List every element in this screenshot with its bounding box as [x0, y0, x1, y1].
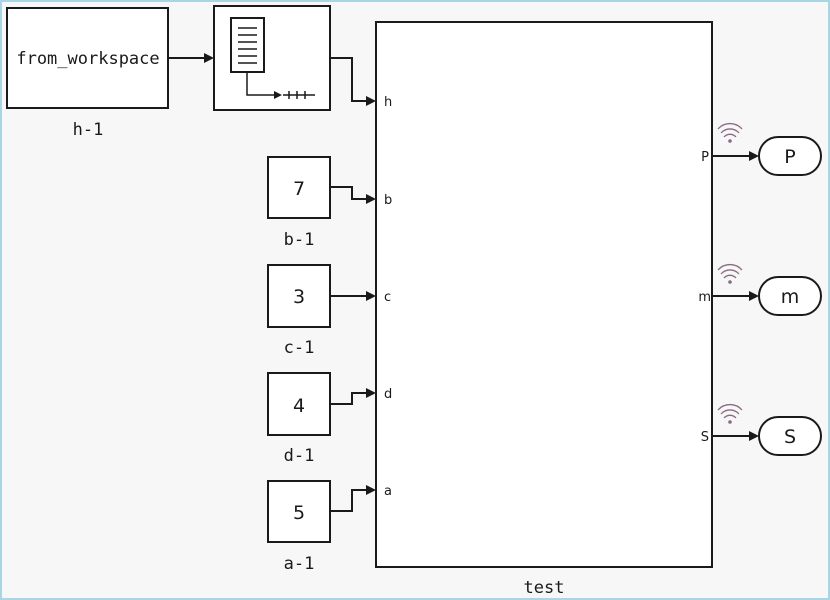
- signal-logging-icon: [717, 264, 743, 284]
- from-workspace-label: from_workspace: [16, 49, 159, 69]
- outport-s-label: S: [701, 430, 709, 445]
- signal-logging-icon: [717, 404, 743, 424]
- arrow-head: [366, 194, 376, 204]
- inport-d-label: d: [384, 387, 392, 402]
- subsystem-test-block[interactable]: [375, 21, 713, 568]
- from-workspace-name[interactable]: h-1: [73, 120, 104, 140]
- wire-b[interactable]: [330, 186, 367, 200]
- constant-d-value: 4: [293, 395, 305, 417]
- constant-block-c[interactable]: 3: [267, 264, 331, 328]
- constant-b-name[interactable]: b-1: [284, 230, 315, 250]
- inport-c-label: c: [384, 290, 391, 305]
- constant-block-b[interactable]: 7: [267, 156, 331, 219]
- arrow-head: [366, 96, 376, 106]
- arrow-head: [749, 151, 759, 161]
- outport-p-label: P: [701, 150, 709, 165]
- signal-logging-icon: [717, 123, 743, 143]
- arrow-head: [366, 291, 376, 301]
- constant-b-value: 7: [293, 178, 305, 200]
- wire-a[interactable]: [330, 489, 367, 512]
- goto-tag-m[interactable]: m: [758, 276, 822, 316]
- wire-converter-to-h[interactable]: [330, 57, 367, 102]
- from-workspace-block[interactable]: from_workspace: [6, 7, 169, 109]
- constant-block-a[interactable]: 5: [267, 480, 331, 543]
- goto-tag-p-label: P: [784, 146, 795, 168]
- arrow-head: [366, 485, 376, 495]
- constant-d-name[interactable]: d-1: [284, 446, 315, 466]
- arrow-head: [366, 388, 376, 398]
- goto-tag-s-label: S: [784, 426, 796, 448]
- constant-c-name[interactable]: c-1: [284, 338, 315, 358]
- goto-tag-p[interactable]: P: [758, 136, 822, 176]
- inport-h-label: h: [384, 95, 392, 110]
- signal-converter-block[interactable]: [213, 5, 331, 111]
- wire-d[interactable]: [330, 392, 367, 405]
- arrow-head: [204, 53, 214, 63]
- inport-b-label: b: [384, 193, 392, 208]
- constant-a-name[interactable]: a-1: [284, 554, 315, 574]
- constant-a-value: 5: [293, 502, 305, 524]
- arrow-head: [749, 431, 759, 441]
- constant-c-value: 3: [293, 286, 305, 308]
- arrow-head: [749, 291, 759, 301]
- goto-tag-m-label: m: [781, 286, 800, 308]
- constant-block-d[interactable]: 4: [267, 372, 331, 436]
- outport-m-label: m: [698, 290, 711, 305]
- subsystem-name[interactable]: test: [524, 578, 565, 598]
- document-list-icon: [230, 17, 315, 99]
- inport-a-label: a: [384, 484, 392, 499]
- goto-tag-s[interactable]: S: [758, 416, 822, 456]
